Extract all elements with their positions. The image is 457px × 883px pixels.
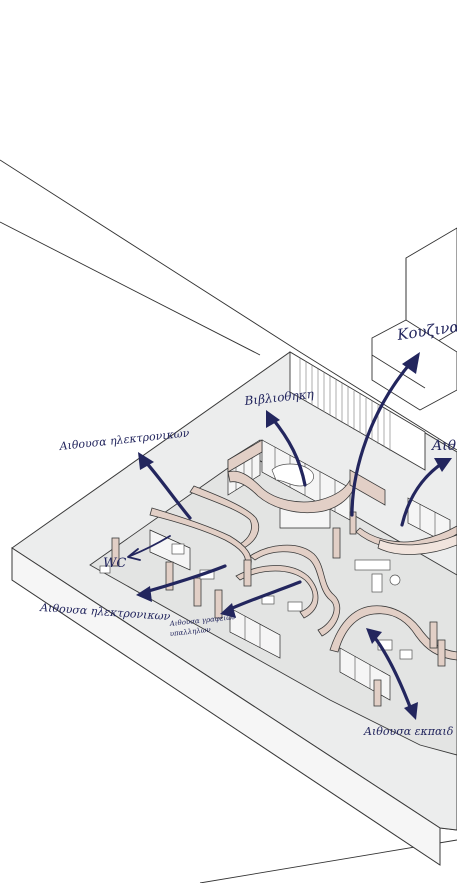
arrow-to-library: [270, 416, 307, 487]
label-hall-right: Αιθ: [430, 438, 457, 454]
label-wc: WC: [103, 556, 126, 571]
arrow-head-library: [266, 410, 280, 428]
arrow-to-right-hall: [400, 460, 446, 527]
pillars: [111, 511, 446, 707]
arrow-to-kitchen: [350, 358, 415, 517]
arrow-head-computer-room-top: [138, 452, 154, 470]
arrow-to-computer-room-bottom: [143, 564, 227, 594]
circulation-arrows: [127, 352, 452, 720]
back-fence: [289, 351, 426, 471]
label-classroom: Αιθουσα εκπαιδ: [363, 725, 454, 738]
pod-walls: [149, 439, 457, 661]
arrow-head-wc: [127, 548, 141, 561]
arrow-head-kitchen: [402, 352, 420, 374]
arrow-to-small-room: [226, 580, 302, 612]
arrow-head-classroom: [404, 702, 418, 720]
arrow-head-small-room: [220, 603, 236, 618]
arrow-head-computer-room-bottom: [136, 586, 152, 602]
arrow-to-wc: [129, 535, 171, 557]
arrow-tail-classroom: [366, 628, 382, 644]
arrow-head-right-hall: [434, 458, 452, 472]
